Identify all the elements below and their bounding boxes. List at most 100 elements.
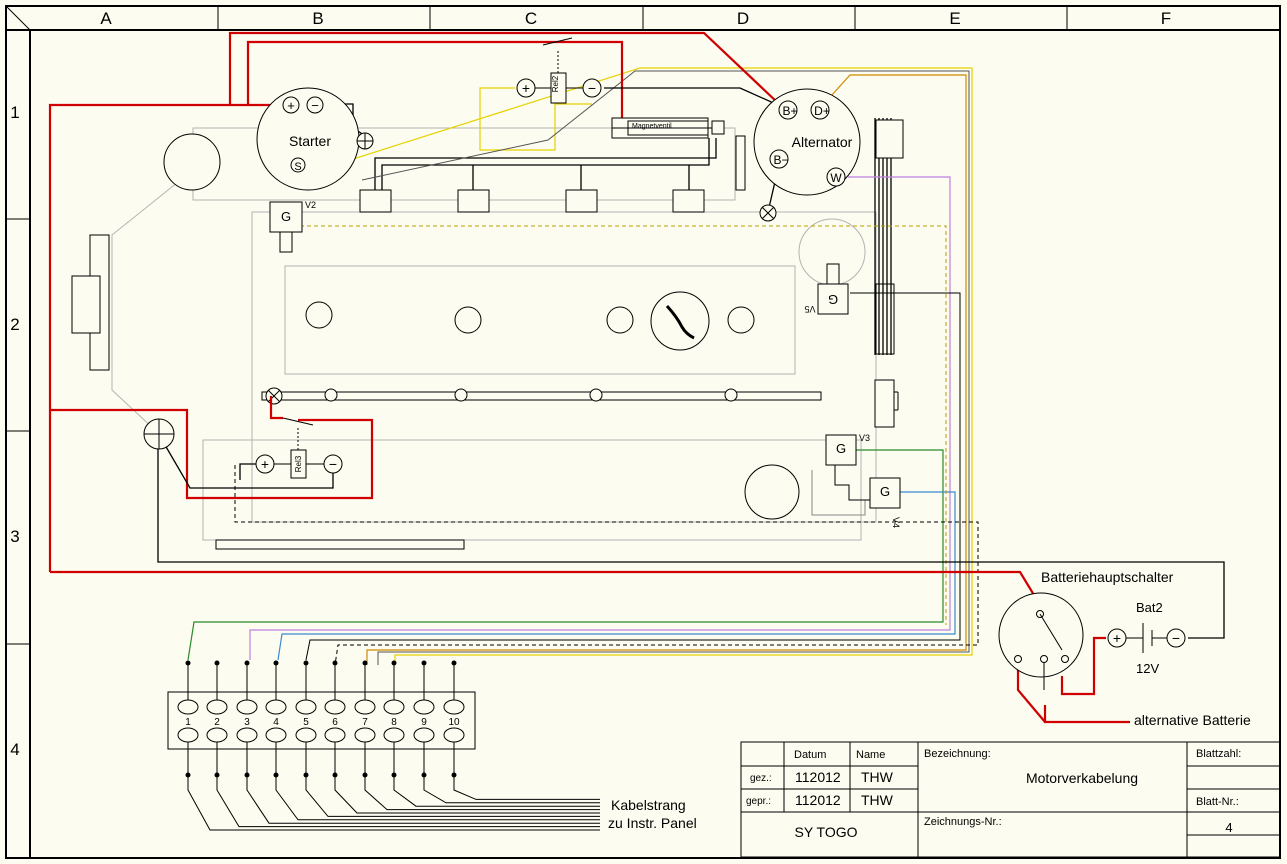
- terminal-lower-screw: [206, 727, 228, 743]
- svg-text:V3: V3: [859, 433, 870, 443]
- project-name: SY TOGO: [794, 824, 857, 840]
- terminal-upper-dot: [391, 660, 397, 666]
- relay-2: + Rel2 −: [516, 37, 602, 104]
- terminal-upper-screw: [443, 699, 465, 715]
- sensor-wire-blue: [277, 491, 956, 661]
- harness-wire: [334, 775, 600, 814]
- terminal-upper-dot: [244, 660, 250, 666]
- corner-diagonal: [5, 5, 31, 31]
- terminal-upper-dot: [421, 660, 427, 666]
- svg-text:+: +: [1113, 630, 1121, 646]
- blattnr-label: Blatt-Nr.:: [1196, 796, 1239, 808]
- col-label-f: F: [1161, 9, 1171, 28]
- alternator-dplus-terminal: [810, 100, 830, 120]
- terminal-upper-dot: [332, 660, 338, 666]
- svg-text:V4: V4: [891, 517, 901, 528]
- svg-text:V5: V5: [804, 304, 815, 314]
- terminal-upper-dot: [362, 660, 368, 666]
- svg-text:D+: D+: [814, 104, 830, 118]
- terminal-upper-dot: [303, 660, 309, 666]
- terminal-upper-screw: [295, 699, 317, 715]
- ground-wires: [157, 87, 1225, 639]
- harness-wire: [246, 775, 600, 824]
- svg-text:Magnetventil: Magnetventil: [632, 123, 672, 130]
- terminal-number: 8: [391, 717, 397, 728]
- svg-text:−: −: [311, 98, 319, 113]
- alternator-w-terminal: [826, 167, 846, 187]
- harness-wire: [364, 775, 600, 811]
- svg-text:+: +: [261, 456, 269, 472]
- svg-text:+: +: [287, 98, 295, 113]
- svg-text:12V: 12V: [1136, 661, 1159, 676]
- harness-wire: [393, 775, 600, 807]
- gez-datum: 112012: [795, 769, 841, 785]
- svg-text:+: +: [522, 80, 530, 96]
- svg-text:B−: B−: [773, 153, 788, 167]
- harness-wire: [216, 775, 600, 828]
- terminal-number: 6: [332, 717, 338, 728]
- name-header: Name: [856, 749, 885, 761]
- svg-text:Rel3: Rel3: [294, 455, 303, 472]
- battery-bat2: Bat2 + − 12V: [1107, 600, 1186, 676]
- sensor-v3: G V3: [825, 433, 870, 466]
- sensor-wire-black-4: [834, 465, 870, 501]
- sensor-wire-black-1: [361, 70, 970, 665]
- terminal-upper-screw: [236, 699, 258, 715]
- power-wires: [48, 31, 1130, 724]
- svg-text:−: −: [329, 456, 337, 472]
- title-block: Datum Name gez.: gepr.: 112012 THW 11201…: [740, 741, 1281, 858]
- starter-plus-terminal: [282, 96, 300, 114]
- terminal-lower-screw: [354, 727, 376, 743]
- sensor-wire-dashed: [300, 225, 947, 625]
- terminal-upper-screw: [324, 699, 346, 715]
- sensor-wire-black-2: [305, 292, 961, 661]
- svg-text:G: G: [828, 292, 838, 307]
- terminal-upper-screw: [206, 699, 228, 715]
- gepr-name: THW: [861, 792, 894, 808]
- col-label-b: B: [312, 9, 323, 28]
- harness-wire: [187, 775, 600, 831]
- svg-text:V2: V2: [305, 200, 316, 210]
- terminal-number: 2: [214, 717, 220, 728]
- harness-label-line2: zu Instr. Panel: [608, 815, 697, 831]
- col-label-d: D: [737, 9, 749, 28]
- starter-minus-terminal: [306, 96, 324, 114]
- blattnr-value: 4: [1225, 820, 1232, 835]
- col-label-a: A: [100, 9, 112, 28]
- terminal-upper-screw: [354, 699, 376, 715]
- svg-text:−: −: [588, 80, 596, 96]
- terminal-upper-screw: [265, 699, 287, 715]
- battery-main-switch: Batteriehauptschalter: [998, 569, 1174, 690]
- col-label-e: E: [949, 9, 960, 28]
- gepr-datum: 112012: [795, 792, 841, 808]
- terminal-lower-screw: [413, 727, 435, 743]
- row-label-1: 1: [10, 103, 19, 122]
- terminal-upper-dot: [451, 660, 457, 666]
- svg-text:G: G: [281, 209, 291, 224]
- alternator: B+ D+ Alternator B− W: [753, 88, 861, 196]
- gez-name: THW: [861, 769, 894, 785]
- harness-label-line1: Kabelstrang: [611, 797, 686, 813]
- terminal-lower-screw: [236, 727, 258, 743]
- sensor-v5: G V5: [804, 263, 849, 315]
- svg-text:W: W: [830, 171, 842, 185]
- terminal-number: 9: [421, 717, 427, 728]
- gepr-label: gepr.:: [746, 796, 771, 807]
- terminal-upper-screw: [177, 699, 199, 715]
- ground-symbol-icon: [356, 132, 374, 150]
- sensor-wire-dashed-2: [234, 465, 979, 666]
- terminal-lower-screw: [295, 727, 317, 743]
- terminal-number: 3: [244, 717, 250, 728]
- terminal-upper-screw: [413, 699, 435, 715]
- alternative-battery-label: alternative Batterie: [1134, 712, 1251, 728]
- svg-text:Rel2: Rel2: [551, 75, 560, 92]
- row-label-4: 4: [10, 740, 19, 759]
- drawing-title: Motorverkabelung: [1026, 770, 1138, 786]
- sensor-wire-purple: [249, 176, 951, 660]
- sensor-wire-orange: [366, 74, 967, 665]
- terminal-number: 10: [448, 717, 460, 728]
- alternator-label: Alternator: [792, 134, 853, 150]
- harness-wire: [423, 775, 600, 804]
- glow-plug-rail: [359, 138, 717, 213]
